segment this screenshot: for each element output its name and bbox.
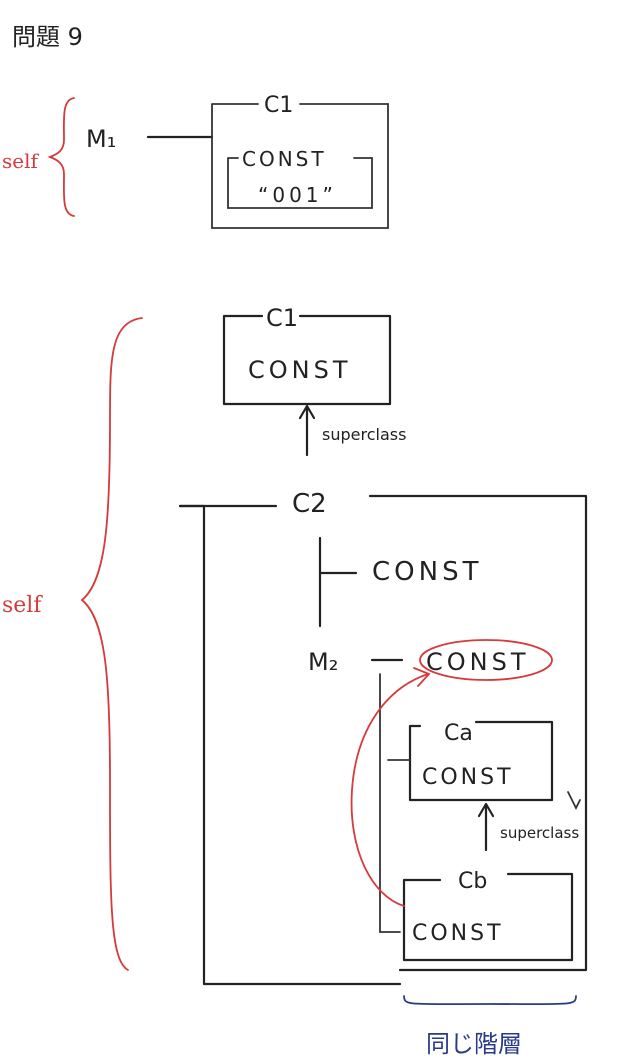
const-box-1 [227, 157, 373, 209]
c2-name: C2 [292, 489, 327, 519]
self-brace-2 [80, 317, 143, 971]
m2-const: CONST [426, 648, 530, 676]
const-label-1: CONST [242, 147, 327, 171]
c1-name-1: C1 [264, 93, 293, 118]
method-m2-label: M₂ [308, 648, 338, 676]
self-label-1: self [2, 149, 39, 173]
const-value-1: “001” [258, 183, 337, 207]
cb-box [402, 872, 574, 962]
m2-scope-bracket [379, 673, 401, 933]
self-brace-1 [47, 97, 75, 217]
lookup-arrow-head [413, 667, 431, 687]
superclass-label-2: superclass [500, 824, 579, 842]
cb-const: CONST [412, 921, 504, 946]
ca-box [408, 720, 554, 802]
c1-box-outer [211, 103, 389, 229]
superclass-label: superclass [322, 425, 406, 444]
c1-const-2: CONST [248, 356, 352, 384]
superclass-arrow-2-head [477, 802, 495, 818]
const-highlight-ellipse [419, 639, 553, 681]
c1-box-2 [222, 314, 392, 406]
c2-const: CONST [372, 557, 482, 587]
lookup-arrow [350, 673, 429, 907]
cb-name: Cb [458, 869, 487, 894]
ca-tick-mark [567, 791, 581, 811]
method-m1-label: M₁ [86, 125, 116, 153]
same-level-brace [403, 995, 577, 1006]
title: 問題 9 [12, 23, 83, 51]
self-label-2: self [2, 593, 43, 618]
superclass-arrow-head [298, 404, 316, 420]
same-level-label: 同じ階層 [426, 1030, 522, 1058]
ca-const: CONST [422, 765, 514, 790]
c1-name-2: C1 [266, 304, 298, 332]
ca-name: Ca [444, 721, 473, 746]
